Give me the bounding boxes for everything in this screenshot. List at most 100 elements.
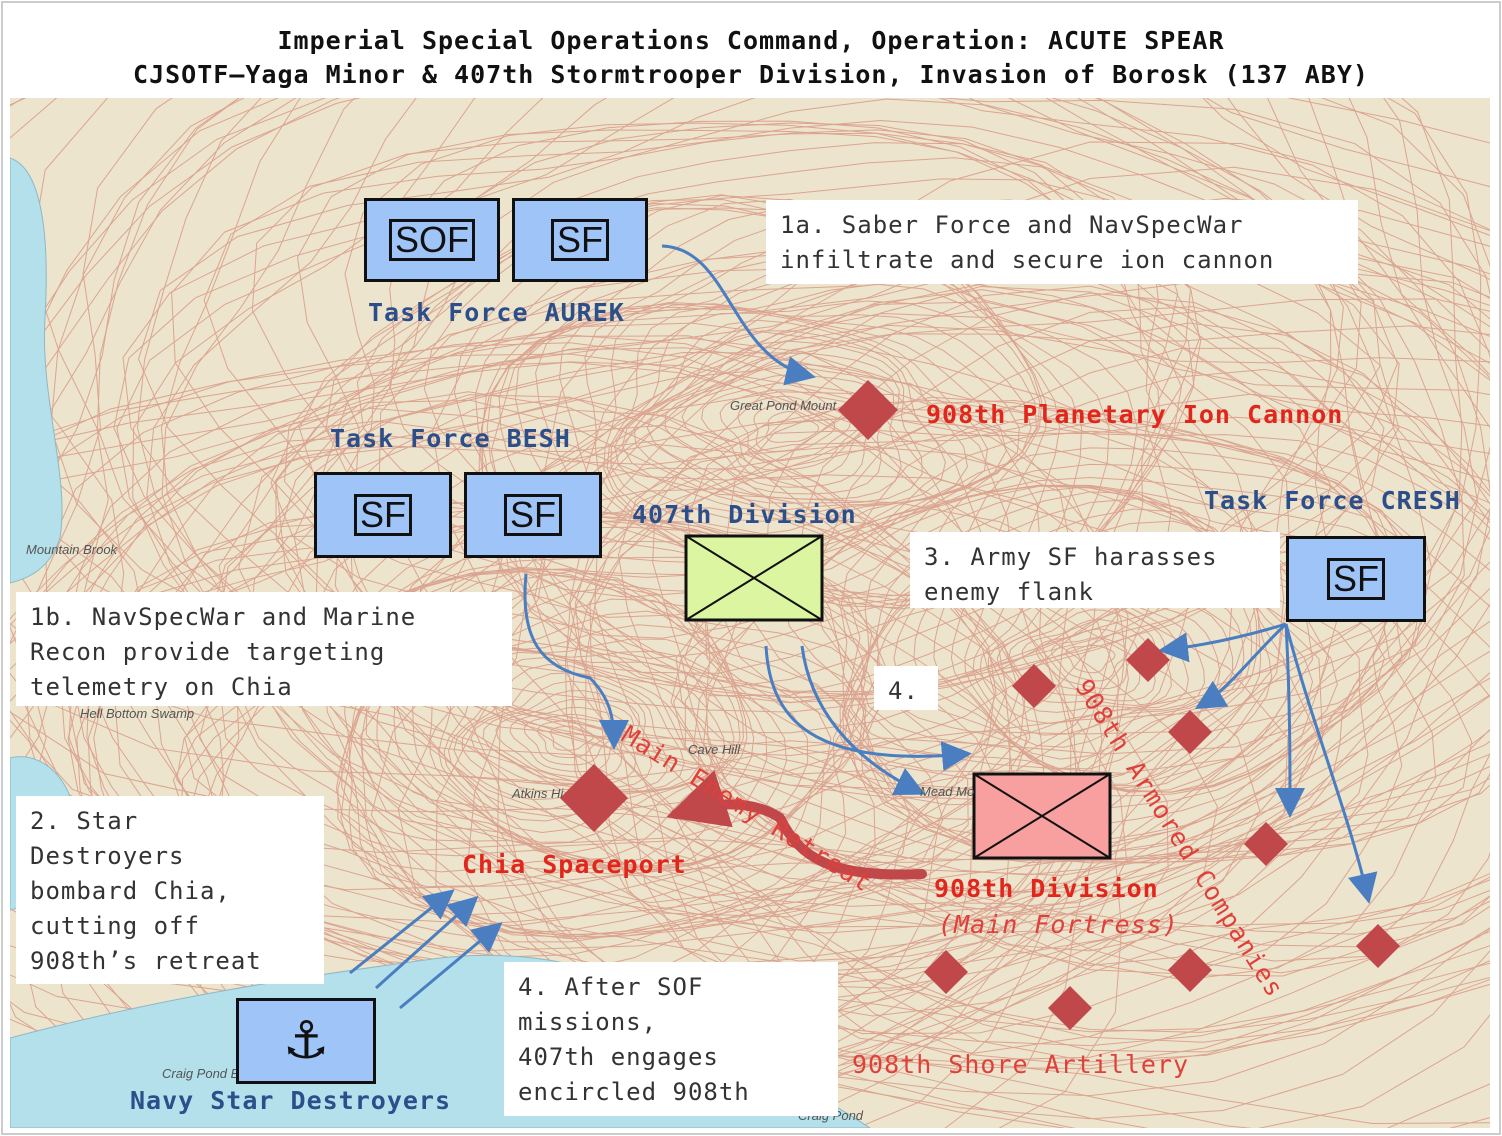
note-1a: 1a. Saber Force and NavSpecWar infiltrat…: [766, 200, 1358, 284]
contour-line: [687, 406, 1490, 952]
note-4b-line: 407th engages: [518, 1043, 719, 1071]
note-3-line: 3. Army SF harasses: [924, 543, 1218, 571]
unit-cresh-sf[interactable]: SF: [1286, 536, 1426, 622]
contour-line: [393, 638, 744, 861]
note-2-line: bombard Chia,: [30, 877, 231, 905]
contour-line: [996, 599, 1172, 707]
enemy-marker: [560, 764, 628, 832]
contour-line: [175, 511, 1031, 1009]
contour-line: [533, 301, 1490, 1035]
contour-line: [340, 568, 852, 888]
blue-arrow: [399, 922, 503, 1010]
contour-line: [68, 424, 995, 1024]
map-label-atkins: Atkins Hi: [512, 786, 564, 801]
contour-line: [470, 680, 653, 788]
blue-arrow: [523, 573, 629, 750]
enemy-marker: [1168, 948, 1212, 992]
contour-line: [161, 98, 1490, 848]
label-task-force-cresh: Task Force CRESH: [1204, 486, 1461, 515]
contour-line: [429, 647, 735, 843]
blue-arrow: [1194, 622, 1288, 710]
note-1b: 1b. NavSpecWar and Marine Recon provide …: [16, 592, 512, 706]
contour-line: [842, 498, 1338, 793]
enemy-marker: [1048, 986, 1092, 1030]
contour-line: [675, 430, 1437, 860]
label-navy-star-destroyers: Navy Star Destroyers: [130, 1086, 452, 1115]
contour-line: [584, 301, 1032, 578]
note-4b: 4. After SOF missions, 407th engages enc…: [504, 962, 838, 1116]
contour-line: [293, 120, 1362, 713]
note-1b-line: 1b. NavSpecWar and Marine: [30, 603, 417, 631]
note-4b-line: 4. After SOF: [518, 973, 704, 1001]
contour-line: [851, 508, 1314, 793]
division-symbols: [684, 534, 1112, 860]
contour-line: [523, 713, 617, 766]
contour-line: [299, 567, 880, 916]
note-2: 2. Star Destroyers bombard Chia, cutting…: [16, 796, 324, 984]
contour-line: [646, 352, 902, 500]
label-407th-division: 407th Division: [632, 500, 857, 529]
note-1b-line: Recon provide targeting: [30, 638, 386, 666]
contour-line: [860, 520, 1291, 793]
contour-line: [1065, 644, 1116, 674]
unit-aurek-sof[interactable]: SOF: [364, 198, 500, 282]
unit-besh-sf-2[interactable]: SF: [464, 472, 602, 558]
label-task-force-aurek: Task Force AUREK: [368, 298, 625, 327]
contour-line: [251, 132, 1400, 775]
label-chia-spaceport: Chia Spaceport: [462, 850, 687, 879]
retreat-arrow: [666, 770, 927, 880]
label-908th-division: 908th Division: [934, 874, 1159, 903]
unit-aurek-sf[interactable]: SF: [512, 198, 648, 282]
contour-line: [137, 98, 1362, 802]
note-2-line: cutting off: [30, 912, 200, 940]
contour-line: [1035, 628, 1138, 690]
note-1b-line: telemetry on Chia: [30, 673, 293, 701]
contour-line: [376, 624, 748, 867]
enemy-marker: [1244, 822, 1288, 866]
enemy-marker: [1356, 924, 1400, 968]
contour-line: [10, 98, 1490, 981]
contour-line: [10, 342, 1319, 1110]
note-4: 4.: [874, 666, 938, 710]
note-1a-line: infiltrate and secure ion cannon: [780, 246, 1275, 274]
contour-line: [737, 395, 852, 462]
sof-symbol: SOF: [388, 219, 476, 261]
contour-line: [594, 368, 1490, 981]
enemy-marker: [1012, 664, 1056, 708]
map-label-great-pond: Great Pond Mount: [730, 398, 837, 413]
map-label-mead: Mead Mo: [920, 784, 975, 799]
contour-line: [283, 157, 1211, 700]
blue-arrow: [661, 244, 816, 386]
note-4b-line: missions,: [518, 1008, 658, 1036]
contour-line: [412, 646, 741, 854]
contour-line: [617, 393, 1490, 975]
enemy-markers: [560, 380, 1400, 1030]
note-3-line: enemy flank: [924, 578, 1094, 606]
enemy-marker: [1168, 710, 1212, 754]
contour-line: [277, 122, 1332, 699]
blue-arrow: [374, 895, 479, 990]
division-908-symbol: [972, 772, 1112, 860]
contour-line: [765, 410, 820, 443]
unit-besh-sf-1[interactable]: SF: [314, 472, 452, 558]
unit-navy-star-destroyers[interactable]: ⚓: [236, 998, 376, 1084]
contour-line: [652, 416, 1490, 966]
contour-line: [987, 590, 1189, 713]
sf-symbol: SF: [503, 494, 563, 536]
contour-line: [568, 289, 1490, 1017]
title-line-2: CJSOTF—Yaga Minor & 407th Stormtrooper D…: [133, 60, 1369, 89]
label-main-fortress: (Main Fortress): [938, 910, 1179, 939]
contour-line: [10, 347, 1291, 1128]
blue-arrow: [1158, 622, 1287, 663]
note-4b-line: encircled 908th: [518, 1078, 750, 1106]
blue-arrow: [1284, 623, 1378, 904]
note-1a-line: 1a. Saber Force and NavSpecWar: [780, 211, 1244, 239]
contour-line: [324, 566, 867, 903]
blue-arrow: [800, 645, 926, 795]
division-407-symbol: [684, 534, 824, 622]
sf-symbol: SF: [1326, 558, 1386, 600]
map-label-craig-pond-1: Craig Pond E: [162, 1066, 240, 1081]
contour-line: [10, 98, 1490, 913]
contour-line: [10, 98, 1478, 927]
enemy-marker: [838, 380, 898, 440]
